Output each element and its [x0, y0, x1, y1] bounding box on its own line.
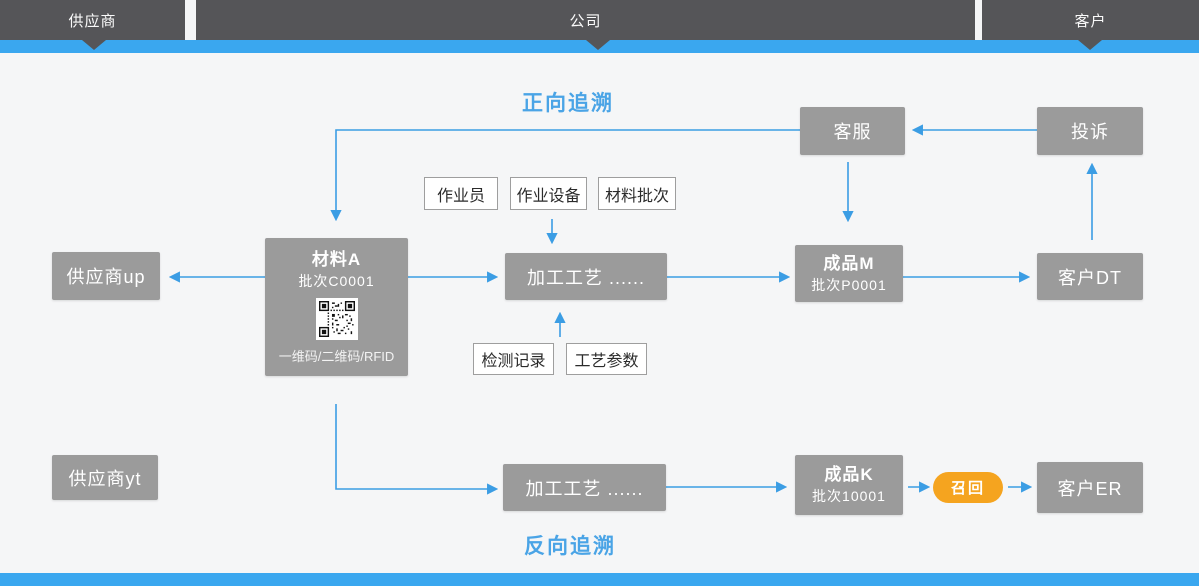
tag-inspection-record: 检测记录 — [473, 343, 554, 375]
node-product-m-title: 成品M — [823, 253, 875, 273]
node-material-a-caption: 一维码/二维码/RFID — [278, 349, 395, 365]
header-label-supplier: 供应商 — [68, 12, 117, 30]
recall-badge-label: 召回 — [950, 480, 985, 497]
tag-inspection-record-label: 检测记录 — [481, 353, 546, 370]
backward-trace-title: 反向追溯 — [524, 535, 616, 558]
node-customer-dt-label: 客户DT — [1058, 267, 1122, 288]
header-segment-company: 公司 — [196, 0, 975, 40]
node-product-k: 成品K 批次10001 — [795, 455, 903, 515]
header-label-customer: 客户 — [1074, 12, 1107, 30]
arrow-service-to-material-a — [330, 129, 800, 222]
pointer-triangle-supplier — [82, 40, 106, 50]
node-customer-er-label: 客户ER — [1057, 478, 1123, 499]
node-product-m-batch: 批次P0001 — [811, 276, 887, 293]
node-material-a: 材料A 批次C0001 — [265, 238, 408, 376]
node-process-bottom-label: 加工工艺 ...... — [525, 478, 644, 499]
tag-process-params-label: 工艺参数 — [574, 353, 639, 370]
node-product-k-batch: 批次10001 — [812, 488, 886, 505]
header-segment-customer: 客户 — [982, 0, 1199, 40]
node-supplier-yt: 供应商yt — [52, 455, 158, 500]
node-process-top: 加工工艺 ...... — [505, 253, 667, 300]
arrow-material-a-to-process-bottom — [335, 404, 499, 495]
header-label-company: 公司 — [569, 12, 602, 30]
tag-process-params: 工艺参数 — [566, 343, 647, 375]
tag-operator-label: 作业员 — [436, 187, 485, 205]
node-customer-dt: 客户DT — [1037, 253, 1143, 300]
node-material-a-batch: 批次C0001 — [298, 272, 375, 289]
node-complaint-label: 投诉 — [1071, 122, 1109, 142]
header-segment-supplier: 供应商 — [0, 0, 185, 40]
pointer-triangle-company — [586, 40, 610, 50]
node-process-bottom: 加工工艺 ...... — [503, 464, 666, 511]
node-product-k-title: 成品K — [824, 465, 874, 485]
node-customer-service: 客服 — [800, 107, 905, 155]
tag-material-batch: 材料批次 — [598, 177, 676, 210]
node-supplier-up: 供应商up — [52, 252, 160, 300]
pointer-triangle-customer — [1078, 40, 1102, 50]
node-supplier-up-label: 供应商up — [66, 267, 146, 287]
forward-trace-title: 正向追溯 — [522, 92, 614, 115]
tag-material-batch-label: 材料批次 — [604, 187, 669, 205]
tag-equipment-label: 作业设备 — [516, 187, 581, 205]
tag-operator: 作业员 — [424, 177, 498, 210]
node-supplier-yt-label: 供应商yt — [68, 468, 142, 489]
recall-badge: 召回 — [933, 472, 1003, 503]
node-product-m: 成品M 批次P0001 — [795, 245, 903, 302]
tag-equipment: 作业设备 — [510, 177, 587, 210]
node-material-a-title: 材料A — [311, 249, 362, 269]
qr-code-image — [315, 298, 358, 341]
node-complaint: 投诉 — [1037, 107, 1143, 155]
node-customer-service-label: 客服 — [833, 122, 872, 142]
node-customer-er: 客户ER — [1037, 462, 1143, 513]
bottom-accent-bar — [0, 573, 1199, 586]
node-process-top-label: 加工工艺 ...... — [526, 267, 645, 288]
